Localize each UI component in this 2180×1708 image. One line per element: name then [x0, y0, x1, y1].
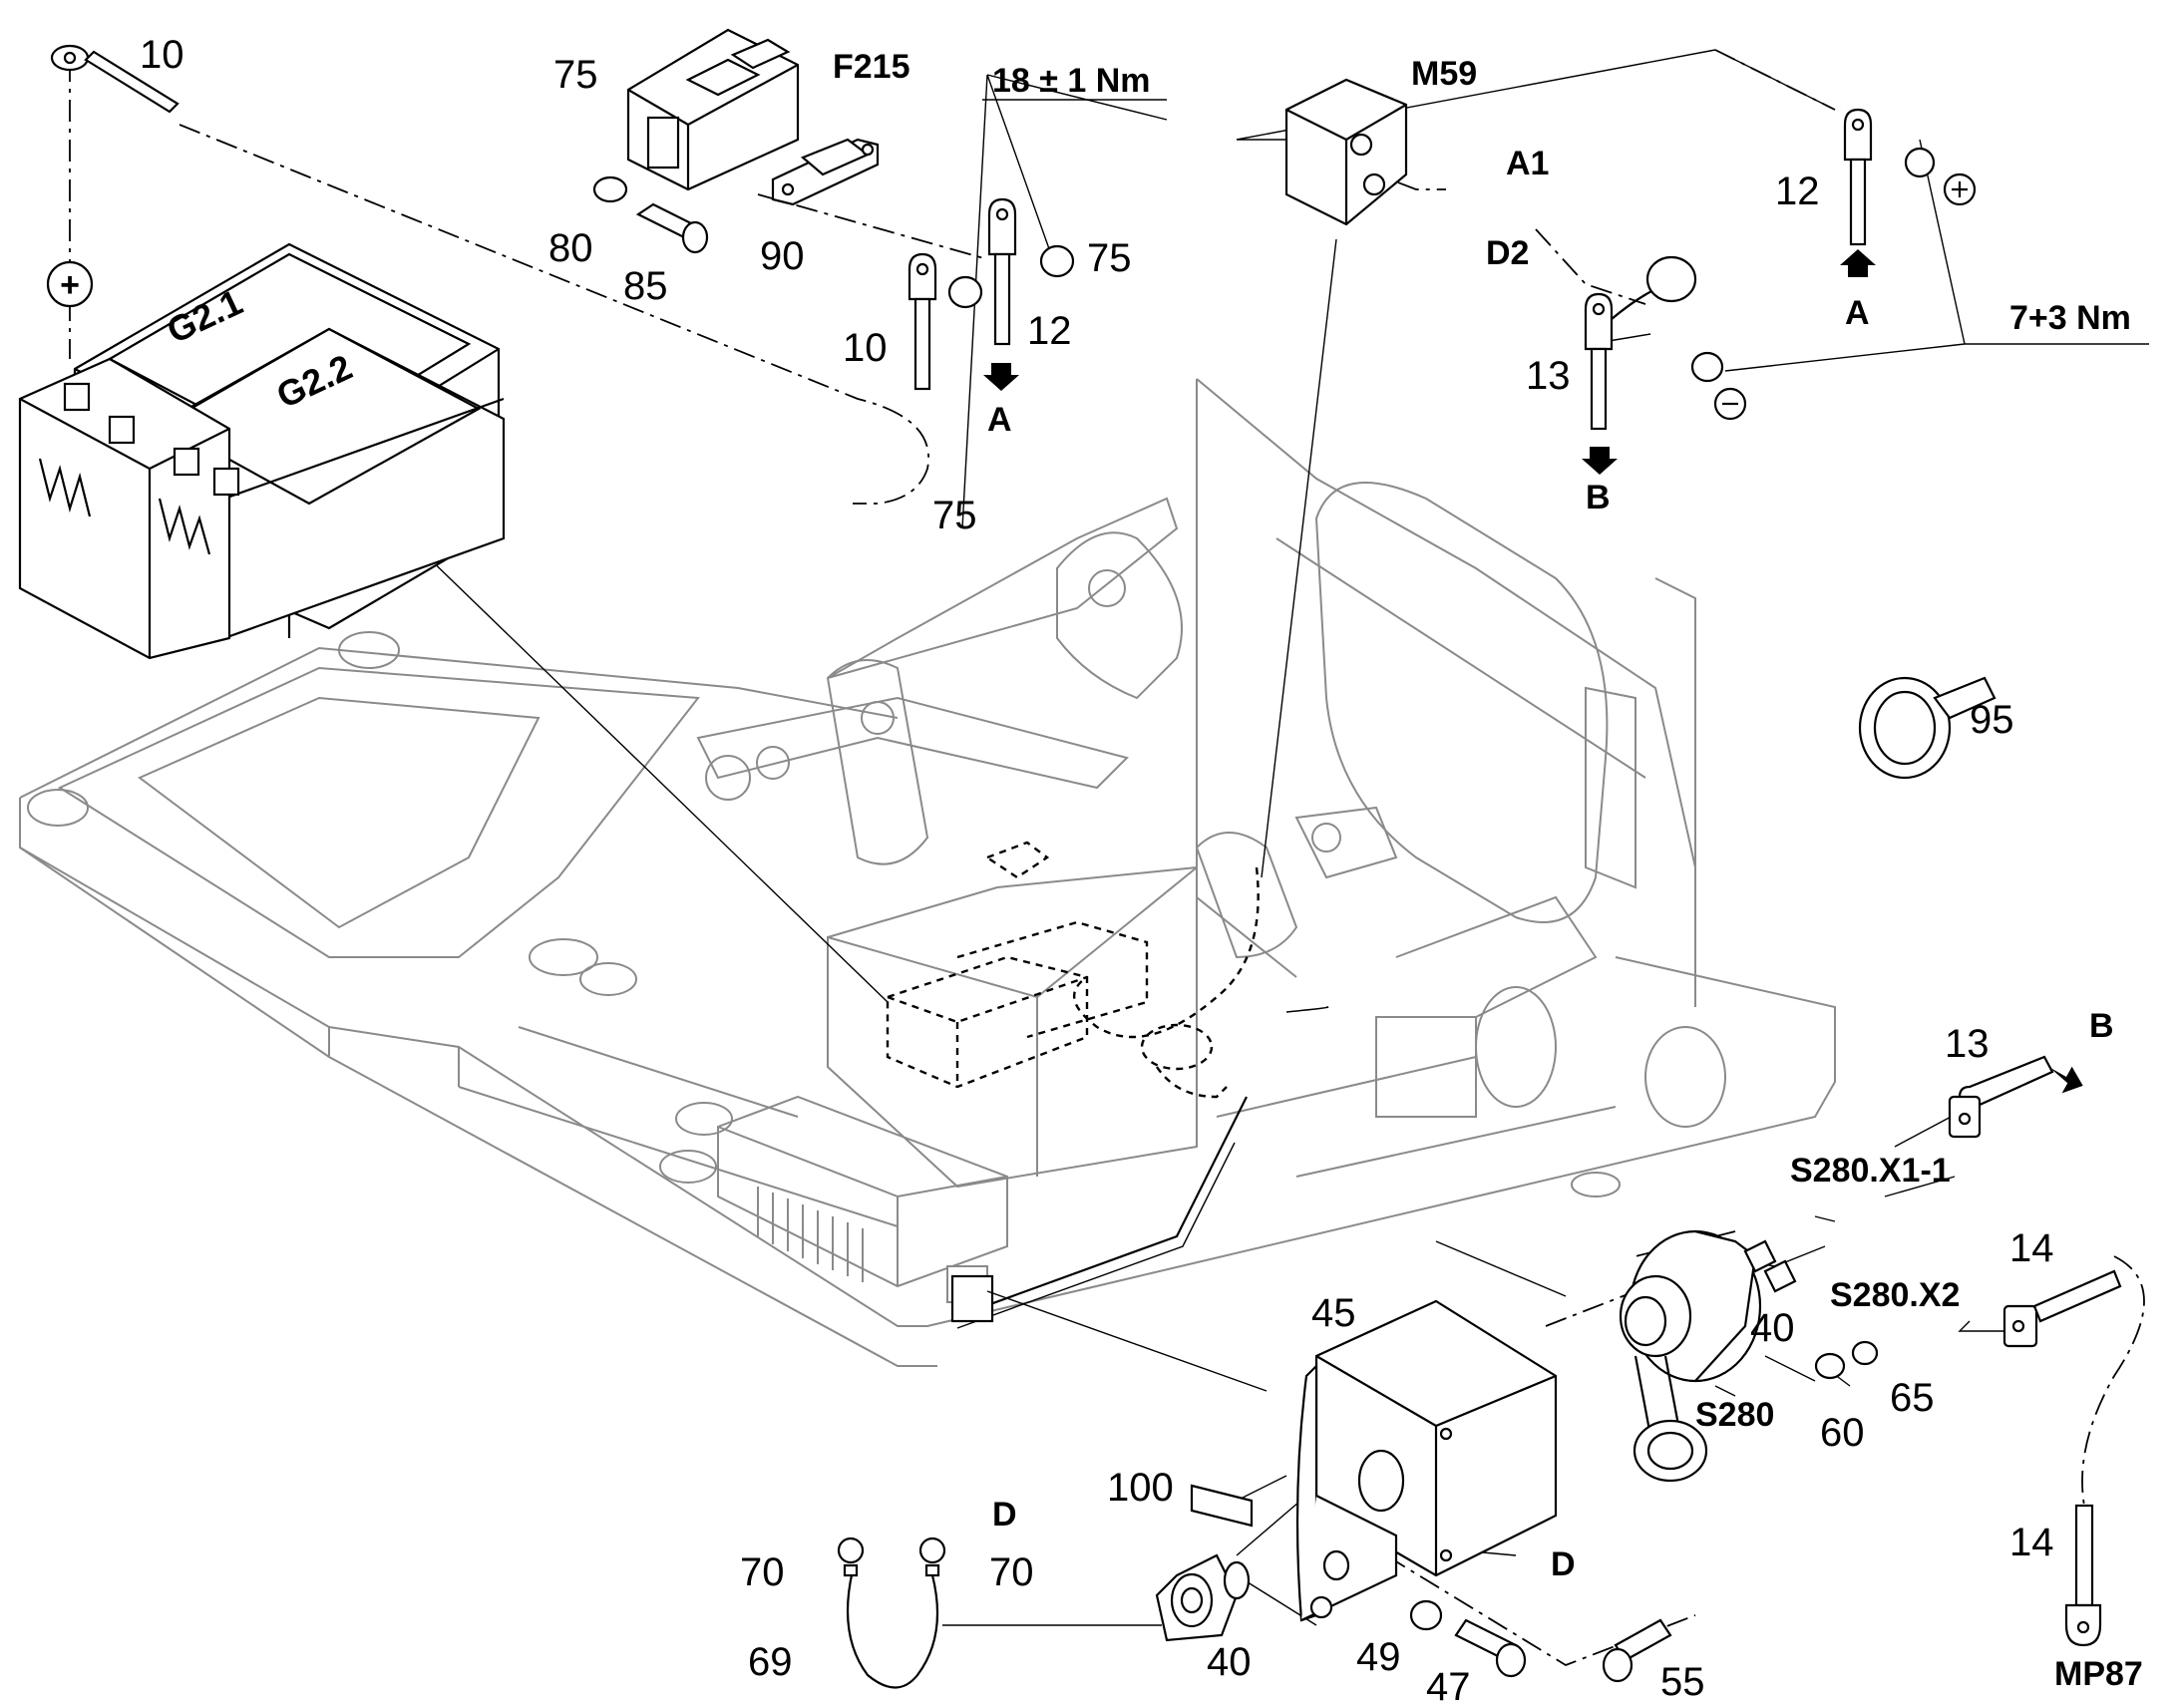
label-mp87: MP87	[2054, 1655, 2143, 1693]
label-65: 65	[1890, 1376, 1935, 1420]
plus-marker-battery: +	[46, 260, 94, 308]
nut-plus	[1904, 147, 1936, 178]
label-s280-x1-1: S280.X1-1	[1790, 1152, 1951, 1190]
cable-14-lower	[2064, 1504, 2102, 1647]
label-arrow-a-2: A	[1845, 294, 1870, 332]
label-arrow-b-1: B	[1586, 479, 1611, 516]
label-70-left: 70	[740, 1550, 785, 1594]
label-45: 45	[1311, 1291, 1356, 1335]
label-10-mid: 10	[843, 326, 888, 370]
label-13-top: 13	[1526, 354, 1571, 398]
label-70-right: 70	[989, 1550, 1034, 1594]
cable-lug-13-right	[1948, 1055, 2054, 1139]
cable-lug-10	[908, 252, 937, 391]
fuse-90	[771, 138, 880, 206]
arrow-up-a-icon	[1840, 249, 1876, 277]
label-f215: F215	[833, 48, 910, 86]
label-d-upper: D	[992, 1496, 1017, 1534]
cable-69	[837, 1537, 946, 1689]
relay-mount	[950, 1274, 994, 1323]
arrow-b-icon	[2048, 1066, 2083, 1094]
washer-80	[592, 175, 628, 203]
hose-clamp-95	[1858, 676, 1997, 780]
nut-75-lower	[947, 275, 983, 309]
cable-lug-12-mid	[987, 197, 1017, 346]
part-labels: 10 75 F215 18 ± 1 Nm M59 A1 12 80 85 90 …	[140, 33, 2143, 1708]
screw-85-head	[681, 220, 709, 254]
label-49: 49	[1356, 1635, 1401, 1679]
label-arrow-a-1: A	[987, 401, 1012, 439]
cable-10-top	[50, 44, 180, 114]
label-s280: S280	[1695, 1396, 1774, 1434]
plus-terminal-icon	[1943, 172, 1977, 206]
label-75-a: 75	[553, 53, 598, 97]
cable-lug-13-top	[1584, 255, 1697, 431]
label-40-lower: 40	[1207, 1640, 1252, 1684]
label-90: 90	[760, 234, 805, 278]
minus-terminal-icon	[1713, 387, 1747, 421]
label-10-top: 10	[140, 33, 184, 77]
label-69: 69	[748, 1640, 793, 1684]
label-12-right: 12	[1775, 170, 1820, 213]
battery-switch-s280	[1619, 1229, 1797, 1483]
label-80: 80	[548, 226, 593, 270]
label-75-c: 75	[932, 494, 977, 537]
label-torque-7: 7+3 Nm	[2009, 299, 2131, 337]
label-a1: A1	[1506, 145, 1549, 182]
arrow-down-b-icon	[1582, 447, 1618, 475]
battery-g2-2	[18, 327, 506, 660]
fuse-holder-f215	[626, 28, 800, 191]
label-s280-x2: S280.X2	[1830, 1276, 1960, 1314]
label-100	[1190, 1484, 1254, 1528]
label-47: 47	[1426, 1665, 1471, 1708]
cable-14-upper	[2002, 1269, 2122, 1348]
label-d2: D2	[1486, 234, 1529, 272]
label-100: 100	[1107, 1466, 1174, 1510]
label-torque-18: 18 ± 1 Nm	[992, 62, 1151, 100]
nut-minus	[1690, 351, 1724, 383]
washer-49	[1409, 1599, 1443, 1631]
label-60: 60	[1820, 1411, 1865, 1455]
label-40-upper: 40	[1750, 1306, 1795, 1350]
nut-75-upper	[1039, 244, 1075, 278]
label-arrow-b-2: B	[2089, 1007, 2114, 1045]
machine-frame	[19, 378, 1836, 1367]
starter-motor-m59	[1284, 78, 1408, 226]
switch-knob-40	[1155, 1553, 1251, 1642]
label-14-lower: 14	[2009, 1521, 2054, 1564]
screw-55	[1602, 1618, 1672, 1683]
label-12-mid: 12	[1027, 309, 1072, 353]
label-m59: M59	[1411, 55, 1477, 93]
label-14-upper: 14	[2009, 1226, 2054, 1270]
arrow-down-a-icon	[983, 363, 1019, 391]
label-85: 85	[623, 264, 668, 308]
washer-60	[1814, 1352, 1846, 1380]
nut-65	[1851, 1340, 1879, 1366]
cable-lug-12-right	[1843, 108, 1873, 246]
installed-batteries-dotted	[886, 841, 1260, 1099]
label-55: 55	[1660, 1660, 1705, 1704]
plus-symbol: +	[60, 266, 80, 304]
cover-45	[1295, 1299, 1558, 1622]
label-13-right: 13	[1945, 1022, 1990, 1066]
label-d-lower: D	[1551, 1545, 1576, 1583]
label-75-b: 75	[1087, 236, 1132, 280]
screw-47	[1454, 1618, 1527, 1678]
label-95: 95	[1970, 698, 2014, 742]
